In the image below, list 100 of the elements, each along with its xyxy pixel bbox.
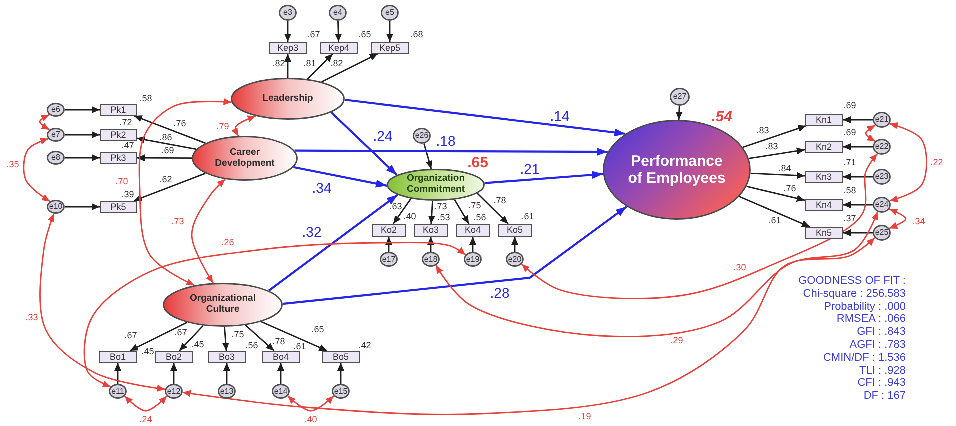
latent-variable-ellipse: Career Development bbox=[192, 136, 298, 181]
indicator-box: Kep3 bbox=[269, 42, 307, 54]
edge-label: .19 bbox=[578, 412, 592, 422]
arrow bbox=[386, 21, 394, 42]
value-label: .47 bbox=[122, 142, 134, 150]
latent-variable-ellipse: Leadership bbox=[231, 78, 345, 120]
edge-label: .67 bbox=[124, 332, 138, 340]
arrow bbox=[222, 326, 230, 352]
arrow bbox=[428, 237, 434, 252]
edge-label: .78 bbox=[272, 338, 286, 346]
arrow bbox=[65, 106, 100, 114]
fit-statistic-text: GFI : .843 bbox=[857, 327, 906, 338]
value-label: .71 bbox=[844, 158, 856, 168]
error-term-circle: e27 bbox=[670, 88, 690, 106]
indicator-box: Bo3 bbox=[208, 351, 246, 363]
edge-label: .65 bbox=[312, 326, 324, 334]
double-headed-arrow bbox=[191, 178, 226, 284]
edge-label: .32 bbox=[302, 225, 322, 239]
arrow bbox=[424, 144, 433, 170]
arrow bbox=[748, 148, 806, 160]
error-term-circle: e10 bbox=[47, 200, 65, 214]
arrow bbox=[843, 174, 873, 180]
edge-label: .24 bbox=[373, 129, 393, 143]
double-headed-arrow bbox=[23, 138, 50, 202]
double-headed-arrow bbox=[138, 98, 232, 286]
arrow bbox=[65, 132, 100, 138]
indicator-box: Kn5 bbox=[805, 227, 843, 239]
fit-statistic-text: Probability : .000 bbox=[824, 302, 906, 313]
arrow bbox=[454, 199, 470, 224]
arrow bbox=[344, 98, 626, 137]
arrow bbox=[268, 194, 398, 292]
indicator-box: Bo5 bbox=[322, 351, 360, 363]
arrow bbox=[322, 53, 378, 83]
error-term-circle: e15 bbox=[332, 384, 350, 399]
edge-label: .61 bbox=[768, 216, 782, 226]
arrow bbox=[282, 206, 628, 306]
arrow bbox=[746, 186, 806, 202]
arrow bbox=[136, 136, 197, 150]
indicator-box: Kep4 bbox=[320, 42, 358, 54]
indicator-box: Kn4 bbox=[805, 199, 843, 211]
value-label: .65 bbox=[358, 30, 372, 40]
edge-label: .84 bbox=[778, 164, 792, 174]
arrow bbox=[470, 237, 476, 252]
arrow bbox=[224, 363, 230, 384]
edge-label: .75 bbox=[232, 330, 244, 340]
error-term-circle: e8 bbox=[47, 151, 65, 165]
edge-label: .62 bbox=[160, 176, 172, 184]
latent-variable-ellipse: Organizational Culture bbox=[163, 283, 283, 327]
error-term-circle: e5 bbox=[381, 5, 399, 21]
arrow bbox=[65, 204, 100, 210]
edge-label: .34 bbox=[912, 218, 926, 226]
edge-label: .82 bbox=[330, 60, 344, 68]
edge-label: .73 bbox=[172, 218, 184, 226]
double-headed-arrow bbox=[124, 396, 168, 412]
arrow bbox=[386, 237, 392, 252]
edge-label: .78 bbox=[494, 196, 506, 206]
edge-label: .33 bbox=[26, 314, 38, 322]
edge-label: .75 bbox=[468, 201, 482, 210]
arrow bbox=[284, 21, 292, 42]
error-term-circle: e21 bbox=[873, 112, 891, 128]
indicator-box: Ko2 bbox=[372, 224, 406, 237]
arrow bbox=[261, 321, 328, 352]
arrow bbox=[130, 322, 188, 352]
indicator-box: Ko4 bbox=[456, 224, 490, 237]
edge-label: .29 bbox=[670, 336, 684, 346]
indicator-box: Ko3 bbox=[414, 224, 448, 237]
fit-statistic-text: GOODNESS OF FIT : bbox=[798, 276, 906, 287]
double-headed-arrow bbox=[522, 154, 878, 300]
arrow bbox=[428, 200, 436, 224]
error-term-circle: e20 bbox=[506, 252, 524, 267]
arrow bbox=[278, 363, 284, 384]
double-headed-arrow bbox=[182, 238, 876, 416]
double-headed-arrow bbox=[40, 214, 166, 392]
arrow bbox=[739, 196, 810, 228]
fit-statistic-text: DF : 167 bbox=[864, 391, 906, 402]
edge-label: .22 bbox=[930, 158, 944, 168]
latent-variable-ellipse: Performance of Employees bbox=[603, 120, 751, 220]
fit-statistic-text: CFI : .943 bbox=[858, 378, 906, 390]
indicator-box: Kn1 bbox=[805, 114, 843, 126]
value-label: .45 bbox=[192, 340, 204, 350]
arrow bbox=[392, 198, 412, 224]
error-term-circle: e6 bbox=[47, 103, 65, 117]
error-term-circle: e26 bbox=[413, 128, 431, 144]
arrow bbox=[843, 202, 873, 208]
arrow bbox=[750, 172, 806, 180]
error-term-circle: e14 bbox=[272, 384, 290, 399]
edge-label: .81 bbox=[304, 60, 316, 68]
indicator-box: Bo2 bbox=[155, 351, 193, 363]
edge-label: .28 bbox=[490, 286, 510, 300]
error-term-circle: e23 bbox=[873, 169, 891, 185]
edge-label: .24 bbox=[140, 415, 152, 424]
value-label: .67 bbox=[308, 30, 320, 40]
error-term-circle: e13 bbox=[218, 384, 236, 399]
arrow bbox=[170, 363, 178, 384]
value-label: .39 bbox=[122, 190, 134, 200]
edge-label: .70 bbox=[116, 178, 128, 186]
error-term-circle: e4 bbox=[329, 5, 347, 21]
indicator-box: Kep5 bbox=[371, 42, 409, 54]
error-term-circle: e25 bbox=[873, 225, 891, 241]
fit-statistic-text: RMSEA : .066 bbox=[836, 314, 906, 326]
